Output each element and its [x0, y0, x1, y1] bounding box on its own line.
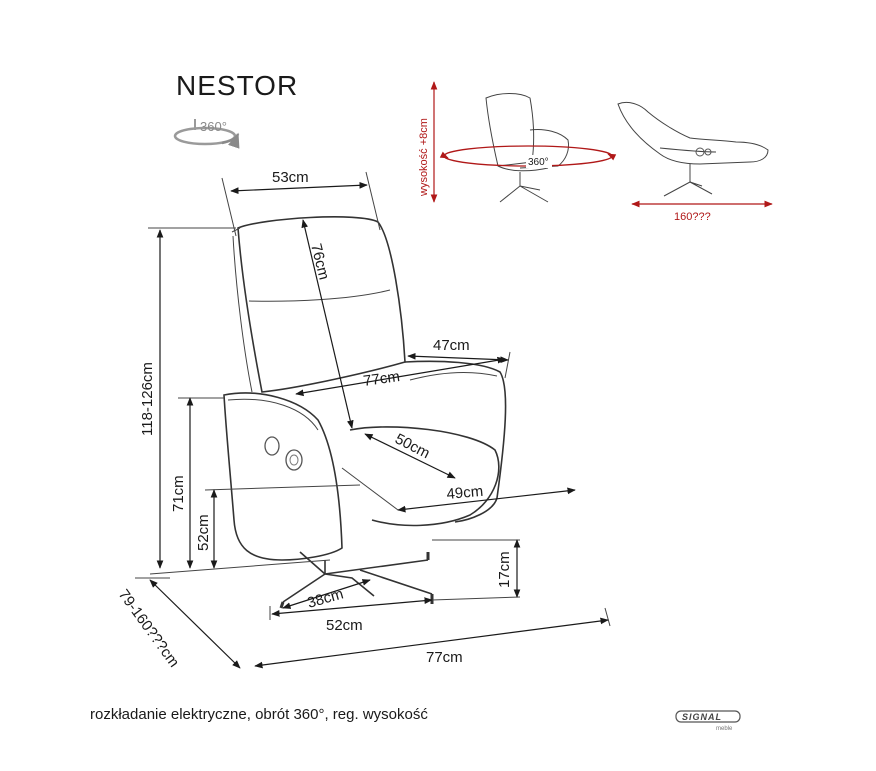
- dim-inner-width: 77cm: [362, 368, 401, 390]
- side-view-rotation: wysokość +8cm 360°: [418, 81, 617, 203]
- dimension-labels: 53cm 76cm 47cm 77cm 50cm 49cm 118-126cm …: [115, 169, 513, 671]
- dim-seat-height: 52cm: [195, 514, 212, 551]
- dim-arm-height: 71cm: [170, 475, 187, 512]
- chair-outline: [223, 216, 507, 609]
- product-caption: rozkładanie elektryczne, obrót 360°, reg…: [90, 706, 428, 723]
- dim-backrest-height: 76cm: [307, 242, 332, 282]
- rotation-360-label: 360°: [200, 119, 227, 134]
- dim-seat-width: 49cm: [446, 483, 484, 503]
- height-adjust-label: wysokość +8cm: [418, 118, 430, 197]
- dim-total-width: 77cm: [426, 649, 463, 666]
- dim-arm-depth: 47cm: [433, 337, 470, 354]
- dimension-lines: [135, 171, 611, 669]
- reclined-length-label: 160???: [674, 211, 711, 223]
- dim-total-height: 118-126cm: [139, 362, 156, 436]
- dim-base-height: 17cm: [496, 551, 513, 588]
- rotation-360-icon: 360°: [173, 119, 240, 149]
- dim-base-width: 52cm: [326, 617, 363, 634]
- side-view-reclined: 160???: [617, 101, 773, 223]
- dim-top-width: 53cm: [272, 169, 309, 186]
- rotation-label: 360°: [528, 157, 549, 168]
- dim-total-depth: 79-160???cm: [115, 586, 183, 670]
- brand-name: SIGNAL: [682, 712, 722, 722]
- brand-sub: meble: [716, 726, 733, 732]
- product-title: NESTOR: [176, 70, 299, 101]
- brand-logo: SIGNAL meble: [675, 710, 741, 732]
